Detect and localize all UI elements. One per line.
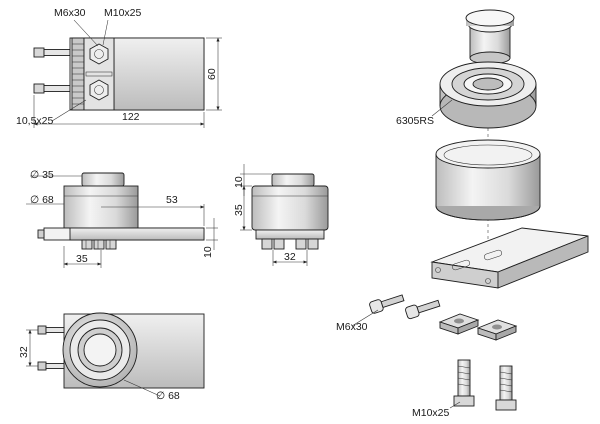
dim-dia68-front: ∅ 68 [30, 194, 54, 206]
bearing-6305rs [439, 61, 537, 129]
dim-32-bottom: 32 [18, 346, 30, 358]
dim-60: 60 [206, 68, 218, 80]
mounting-plate [430, 227, 589, 289]
screws-m10 [453, 359, 517, 411]
bottom-view: 32 ∅ 68 [18, 312, 205, 402]
dim-35-side: 35 [233, 204, 245, 216]
dim-35-front: 35 [76, 253, 88, 265]
front-view: ∅ 35 ∅ 68 53 35 10 [26, 169, 218, 268]
shaft-cap [465, 9, 515, 65]
side-plate [255, 229, 325, 240]
dim-53: 53 [166, 194, 178, 206]
hex-nut-icon [89, 79, 109, 101]
side-view: 10 35 32 [233, 164, 329, 266]
dim-dia35: ∅ 35 [30, 169, 54, 181]
side-housing [251, 185, 329, 231]
label-slot: 10,5x25 [16, 115, 54, 127]
exploded-view: 6305RS [336, 9, 589, 419]
screws-m6 [369, 294, 441, 320]
dim-10-front: 10 [202, 246, 214, 258]
dim-10-side: 10 [233, 176, 245, 188]
top-view: M6x30 M10x25 10,5x25 122 60 [16, 7, 222, 128]
top-bolts [33, 47, 71, 94]
label-m10x25-exploded: M10x25 [412, 407, 450, 419]
housing-cylinder [435, 139, 541, 221]
label-m6x30-exploded: M6x30 [336, 321, 368, 333]
label-m10x25-top: M10x25 [104, 7, 142, 19]
top-ribs [71, 37, 85, 111]
square-nuts [438, 313, 518, 341]
dim-122: 122 [122, 111, 140, 123]
front-shaft [81, 172, 125, 187]
label-bearing: 6305RS [396, 115, 434, 127]
hex-nut-icon [89, 43, 109, 65]
dim-32-side: 32 [284, 251, 296, 263]
dim-dia68-bottom: ∅ 68 [156, 390, 180, 402]
side-shaft [271, 173, 315, 187]
label-m6x30-top: M6x30 [54, 7, 86, 19]
